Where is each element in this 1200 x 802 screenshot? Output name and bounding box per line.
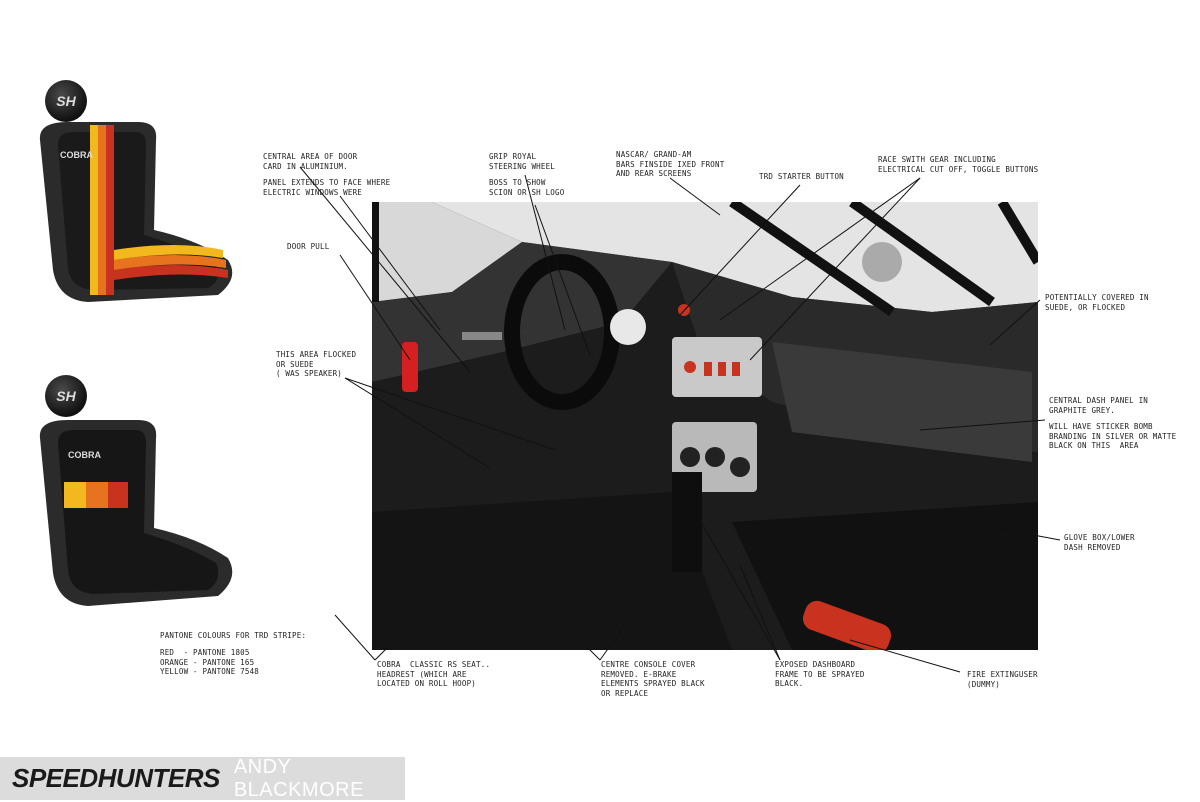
note-suede-flocked: POTENTIALLY COVERED IN SUEDE, OR FLOCKED (1045, 293, 1149, 312)
cobra-seat-top-illustration (39, 122, 233, 302)
note-trd-starter: TRD STARTER BUTTON (759, 172, 844, 181)
sh-logo-badge-top: SH (45, 80, 87, 122)
pantone-heading: PANTONE COLOURS FOR TRD STRIPE: (160, 631, 307, 640)
note-steering-wheel: GRIP ROYAL STEERING WHEEL (489, 152, 556, 171)
note-centre-console: CENTRE CONSOLE COVER REMOVED. E-BRAKE EL… (601, 660, 705, 698)
note-flocked-area: THIS AREA FLOCKED OR SUEDE ( WAS SPEAKER… (276, 350, 357, 378)
note-glove-box: GLOVE BOX/LOWER DASH REMOVED (1064, 533, 1135, 552)
footer-credit-bar: SPEEDHUNTERS ANDY BLACKMORE (0, 755, 405, 801)
note-boss-logo: BOSS TO SHOW SCION OR SH LOGO (489, 178, 565, 197)
note-panel-extends: PANEL EXTENDS TO FACE WHERE ELECTRIC WIN… (263, 178, 391, 197)
author-credit: ANDY BLACKMORE (233, 755, 364, 801)
note-dash-panel: CENTRAL DASH PANEL IN GRAPHITE GREY. (1049, 396, 1149, 415)
speedhunters-logo: SPEEDHUNTERS (12, 763, 220, 793)
note-nascar-bars: NASCAR/ GRAND-AM BARS FINSIDE IXED FRONT… (616, 150, 725, 178)
cobra-logo-bottom: COBRA (68, 450, 101, 460)
interior-sketch (372, 202, 1038, 650)
note-race-switchgear: RACE SWITH GEAR INCLUDING ELECTRICAL CUT… (878, 155, 1039, 174)
note-sticker-bomb: WILL HAVE STICKER BOMB BRANDING IN SILVE… (1049, 422, 1177, 450)
note-dashboard-frame: EXPOSED DASHBOARD FRAME TO BE SPRAYED BL… (775, 660, 865, 688)
sh-logo-badge-bottom: SH (45, 375, 87, 417)
cobra-seat-bottom-illustration (39, 420, 233, 606)
note-cobra-seat: COBRA CLASSIC RS SEAT.. HEADREST (WHICH … (377, 660, 491, 688)
note-fire-extinguisher: FIRE EXTINGUSER (DUMMY) (967, 670, 1038, 689)
note-door-pull: DOOR PULL (287, 242, 330, 251)
note-door-card: CENTRAL AREA OF DOOR CARD IN ALUMINIUM. (263, 152, 358, 171)
pantone-list: RED - PANTONE 1805 ORANGE - PANTONE 165 … (160, 648, 260, 676)
cobra-logo-top: COBRA (60, 150, 93, 160)
